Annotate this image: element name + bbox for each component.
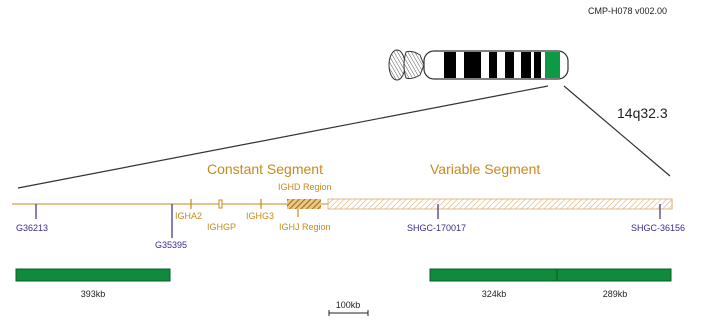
probe-label-393kb: 393kb xyxy=(81,289,106,299)
chromosome-band xyxy=(505,52,514,78)
chromosome-band xyxy=(444,52,456,78)
chromosome-band xyxy=(489,52,497,78)
zoom-line-right xyxy=(563,85,671,177)
chromosome-band xyxy=(534,52,541,78)
variable-segment-label: Variable Segment xyxy=(430,161,540,177)
probe-bar-289kb xyxy=(556,268,672,282)
shgc36156-label: SHGC-36156 xyxy=(631,223,685,233)
probe-label-324kb: 324kb xyxy=(482,289,507,299)
g35395-label: G35395 xyxy=(155,240,187,250)
chromosome-p-arm-stalk xyxy=(388,49,406,81)
igha2-label: IGHA2 xyxy=(175,211,202,221)
chromosome-ideogram xyxy=(388,49,569,81)
constant-segment-label: Constant Segment xyxy=(207,161,323,177)
ighgp-label: IGHGP xyxy=(207,222,236,232)
ighj-region-label: IGHJ Region xyxy=(279,222,331,232)
scale-bar xyxy=(328,310,369,316)
variable-segment-block xyxy=(327,198,673,210)
probe-bar-324kb xyxy=(429,268,558,282)
ighd-region-label: IGHD Region xyxy=(278,182,332,192)
band-label: 14q32.3 xyxy=(617,105,668,121)
ighg3-label: IGHG3 xyxy=(246,211,274,221)
zoom-line-left xyxy=(17,85,549,189)
chromosome-band xyxy=(521,52,531,78)
probe-label-289kb: 289kb xyxy=(603,289,628,299)
shgc170017-label: SHGC-170017 xyxy=(407,223,466,233)
version-label: CMP-H078 v002.00 xyxy=(588,6,667,16)
ighd-region-block xyxy=(287,199,321,209)
ighgp-tick xyxy=(218,199,223,209)
scale-bar-label: 100kb xyxy=(336,300,361,310)
chromosome-band-highlight xyxy=(545,52,560,78)
probe-bar-393kb xyxy=(15,268,171,282)
chromosome-centromere xyxy=(403,50,425,80)
g36213-label: G36213 xyxy=(16,223,48,233)
chromosome-band xyxy=(464,52,481,78)
